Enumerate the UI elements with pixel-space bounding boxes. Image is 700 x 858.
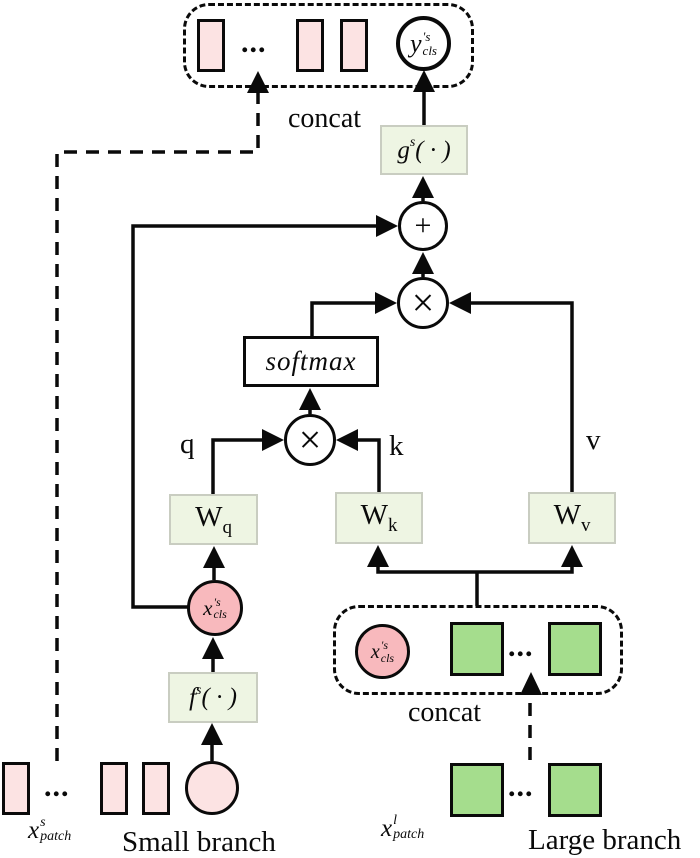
large-patch-token [548,763,602,817]
arrow-softmax-to-mul1 [310,292,397,336]
wv-base: W [553,499,581,532]
wk-base: W [360,499,388,532]
large-patch-token [450,622,504,676]
xs-patch-base: x [28,816,40,844]
small-patch-token [142,762,170,815]
arrow-patchcircle-to-f [201,723,223,761]
wk-box: Wk [335,492,423,544]
output-patch-token [296,19,324,72]
large-branch-ellipsis: ... [508,770,534,803]
add-op-glyph: + [414,209,432,242]
output-cls-circle: y 's cls [396,16,451,71]
softmax-box: softmax [243,336,379,387]
concat-ellipsis: ... [508,630,534,663]
output-ellipsis: ... [241,26,267,59]
arrow-mul2-to-softmax [299,388,321,414]
add-op-circle: + [398,201,448,251]
large-branch-name: Large branch [528,824,682,856]
mul-op-circle-upper: × [397,277,449,329]
y-cls-sup: 's [422,29,431,45]
small-patch-label: x s patch [28,815,72,845]
small-patch-circle [185,761,239,815]
arrow-smallcls-to-add [131,215,398,609]
x-cls-sup: 's [380,638,389,653]
arrows-concat-to-wk-wv [367,545,583,606]
large-patch-token [450,763,504,817]
dashed-arrow-smallpatch-to-output [55,71,269,761]
xs-patch-sub: patch [40,829,72,845]
x-cls-sup: 's [213,594,221,609]
concat-label-top: concat [288,103,362,134]
x-cls-sub: cls [380,650,395,665]
f-fn-args: ( · ) [201,684,237,711]
output-patch-token [197,19,225,72]
xl-patch-sup: l [393,813,397,828]
mul-op-glyph: × [298,417,322,462]
kv-concat-group [333,605,623,695]
f-fn-base: f [189,684,197,711]
mul-op-circle-lower: × [284,414,336,466]
concat-cls-circle: x 's cls [355,624,410,679]
y-cls-sub: cls [422,42,437,58]
arrow-add-to-g [412,176,434,201]
y-cls-base: y [410,28,422,58]
wq-sub: q [222,516,232,538]
g-fn-base: g [397,136,410,164]
wq-box: Wq [169,494,258,545]
arrow-f-to-cls [202,637,224,672]
small-patch-token [2,762,30,815]
concat-label-right: concat [408,697,482,728]
wv-sub: v [580,514,591,536]
x-cls-base: x [203,595,213,620]
xl-patch-sub: patch [393,827,425,843]
x-cls-sub: cls [213,607,227,621]
arrow-q-to-mul2 [211,429,284,494]
k-label: k [389,430,404,462]
small-cls-circle: x 's cls [187,580,243,636]
arrow-cls-to-wq [203,546,225,580]
arrow-k-to-mul2 [336,429,381,492]
small-patch-token [100,762,128,815]
q-label: q [180,428,195,460]
large-patch-label: x l patch [381,813,425,843]
v-label: v [586,424,601,456]
g-fn-sup: s [409,135,416,150]
small-branch-ellipsis: ... [44,770,70,803]
output-concat-group [183,3,474,88]
f-fn-sup: s [196,682,202,698]
wv-box: Wv [528,492,616,544]
arrow-mul1-to-add [412,252,434,277]
softmax-label: softmax [265,346,357,376]
large-patch-token [548,622,602,676]
output-patch-token [340,19,368,72]
wk-sub: k [387,514,398,536]
xl-patch-base: x [381,814,393,842]
wq-base: W [195,500,223,533]
arrow-v-to-mul1 [449,292,574,492]
x-cls-base: x [370,640,380,663]
mul-op-glyph: × [411,280,435,325]
dashed-arrow-largepatch-to-concat [520,672,542,760]
g-fn-args: ( · ) [415,136,451,164]
xs-patch-sup: s [40,815,46,830]
small-branch-name: Small branch [122,826,276,858]
